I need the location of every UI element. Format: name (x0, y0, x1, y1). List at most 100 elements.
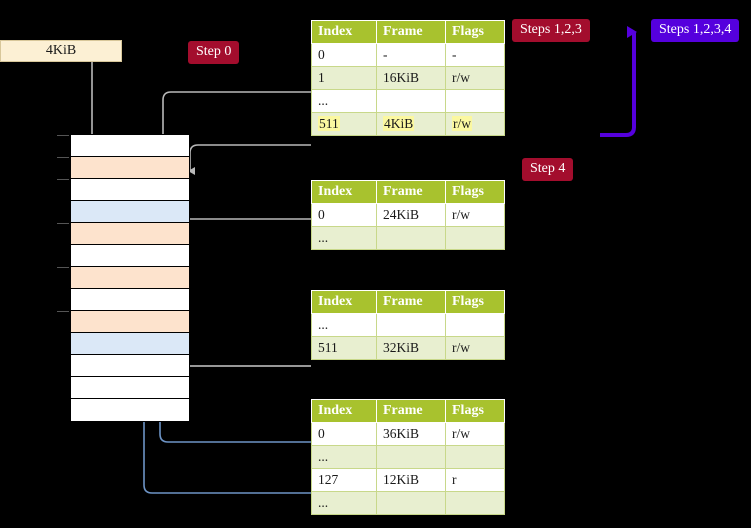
memory-row-tick (57, 311, 69, 312)
memory-row-tick (57, 157, 69, 158)
table-row: ... (311, 445, 505, 469)
steps-1234-badge: Steps 1,2,3,4 (651, 19, 740, 42)
table-row: ... (311, 89, 505, 113)
table-cell-index: 511 (311, 112, 377, 136)
table-cell-flags: r/w (445, 112, 505, 136)
highlighted-value: 511 (318, 116, 340, 131)
memory-size-label: 4KiB (0, 40, 122, 62)
memory-frame-row (71, 245, 189, 267)
table-cell-index: ... (311, 445, 377, 469)
step-4-badge: Step 4 (522, 158, 574, 181)
table-cell-index: 0 (311, 203, 377, 227)
table-cell-flags (445, 226, 505, 250)
table-row: ... (311, 226, 505, 250)
table-cell-index: 0 (311, 43, 377, 67)
table-cell-index: ... (311, 313, 377, 337)
memory-frame-row (57, 311, 189, 333)
memory-row-tick (57, 223, 69, 224)
table-row: 0-- (311, 43, 505, 67)
memory-frame-row (57, 157, 189, 179)
column-header-index: Index (311, 20, 377, 44)
memory-frame-row (57, 179, 189, 201)
highlighted-value: r/w (452, 116, 472, 131)
memory-frame-row (71, 333, 189, 355)
table-cell-frame: 12KiB (376, 468, 446, 492)
table-cell-frame: 36KiB (376, 422, 446, 446)
table-cell-flags: r/w (445, 203, 505, 227)
table-cell-frame: - (376, 43, 446, 67)
column-header-frame: Frame (376, 20, 446, 44)
column-header-flags: Flags (445, 399, 505, 423)
memory-frame-row (71, 399, 189, 421)
connector-l2-to-memory (169, 311, 311, 367)
step-0-badge: Step 0 (188, 41, 240, 64)
connector-l1-to-memory (172, 218, 311, 263)
table-cell-index: 127 (311, 468, 377, 492)
memory-size-label-text: 4KiB (45, 43, 77, 58)
column-header-flags: Flags (445, 290, 505, 314)
table-row: ... (311, 313, 505, 337)
table-cell-frame (376, 313, 446, 337)
column-header-index: Index (311, 290, 377, 314)
connector-l0-to-memory (188, 144, 311, 175)
memory-row-tick (57, 179, 69, 180)
table-cell-index: 0 (311, 422, 377, 446)
table-row: ... (311, 491, 505, 515)
memory-row-tick (57, 267, 69, 268)
table-cell-frame (376, 89, 446, 113)
column-header-index: Index (311, 399, 377, 423)
table-cell-frame: 32KiB (376, 336, 446, 360)
column-header-flags: Flags (445, 20, 505, 44)
purple-bracket-arrow (600, 26, 637, 137)
memory-row-tick (57, 135, 69, 136)
table-cell-frame: 16KiB (376, 66, 446, 90)
memory-frame-row (71, 377, 189, 399)
table-cell-flags: - (445, 43, 505, 67)
column-header-index: Index (311, 180, 377, 204)
table-cell-flags: r (445, 468, 505, 492)
table-cell-flags: r/w (445, 422, 505, 446)
memory-frame-row (71, 355, 189, 377)
table-cell-frame (376, 445, 446, 469)
physical-memory-grid (57, 134, 190, 422)
table-cell-flags: r/w (445, 66, 505, 90)
table-cell-index: 1 (311, 66, 377, 90)
table-cell-index: ... (311, 89, 377, 113)
column-header-frame: Frame (376, 399, 446, 423)
table-cell-flags (445, 445, 505, 469)
table-row: 511 4KiB r/w (311, 112, 505, 136)
steps-123-badge: Steps 1,2,3 (512, 19, 590, 42)
memory-frame-row (71, 289, 189, 311)
memory-frame-row (57, 135, 189, 157)
column-header-frame: Frame (376, 180, 446, 204)
table-cell-frame (376, 491, 446, 515)
table-cell-index: 511 (311, 336, 377, 360)
table-cell-flags (445, 313, 505, 337)
table-cell-index: ... (311, 491, 377, 515)
table-cell-frame: 24KiB (376, 203, 446, 227)
table-cell-frame: 4KiB (376, 112, 446, 136)
table-cell-flags (445, 89, 505, 113)
table-cell-flags: r/w (445, 336, 505, 360)
table-cell-flags (445, 491, 505, 515)
table-cell-frame (376, 226, 446, 250)
memory-frame-row (57, 223, 189, 245)
memory-frame-row (71, 201, 189, 223)
column-header-flags: Flags (445, 180, 505, 204)
memory-frame-row (57, 267, 189, 289)
column-header-frame: Frame (376, 290, 446, 314)
